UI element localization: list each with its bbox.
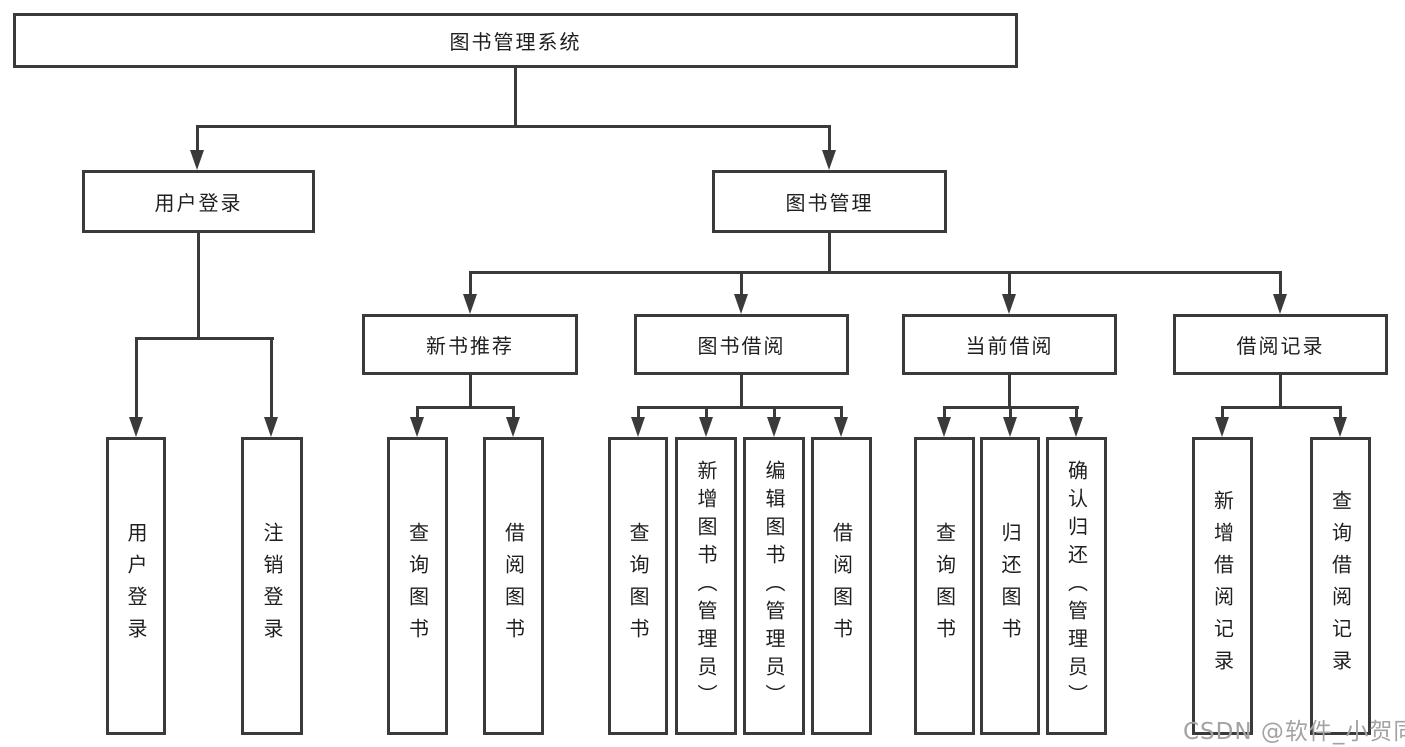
arrow-down-icon [264,417,278,437]
connector-vline [1339,406,1342,419]
node-book-management: 图书管理 [712,170,947,233]
arrow-down-icon [190,150,204,170]
node-book-borrow: 图书借阅 [634,314,849,375]
arrow-down-icon [767,417,781,437]
node-borrow-records-label: 借阅记录 [1236,334,1325,358]
connector-vline [1075,406,1078,419]
connector-vline [416,406,419,419]
leaf-query-books-borrow-label: 查询图书 [626,522,650,650]
node-book-borrow-label: 图书借阅 [697,334,786,358]
connector-vline [773,406,776,419]
arrow-down-icon [834,417,848,437]
watermark: CSDN @软件_小贺同学 [1183,719,1405,745]
arrow-down-icon [506,417,520,437]
connector-vline [469,271,472,296]
arrow-down-icon [1003,417,1017,437]
leaf-add-book-admin: 新增图书（管理员） [675,437,737,735]
arrow-down-icon [129,417,143,437]
leaf-confirm-return-admin-label: 确认归还（管理员） [1064,460,1089,712]
leaf-query-books-recommend-label: 查询图书 [405,522,430,650]
leaf-add-book-admin-label: 新增图书（管理员） [694,460,718,712]
arrow-down-icon [937,417,951,437]
leaf-query-books-current-label: 查询图书 [932,522,957,650]
leaf-return-books-label: 归还图书 [998,522,1022,650]
leaf-borrow-books-2: 借阅图书 [811,437,872,735]
arrow-down-icon [410,417,424,437]
node-new-book-recommend: 新书推荐 [362,314,578,375]
connector-vline [197,233,200,340]
connector-vline [828,125,831,153]
leaf-query-books-current: 查询图书 [914,437,975,735]
node-root: 图书管理系统 [13,13,1018,68]
connector-hline [637,406,843,409]
connector-vline [840,406,843,419]
arrow-down-icon [1333,417,1347,437]
connector-vline [828,233,831,274]
arrow-down-icon [631,417,645,437]
node-borrow-records: 借阅记录 [1173,314,1388,375]
connector-vline [1009,406,1012,419]
leaf-query-books-borrow: 查询图书 [608,437,668,735]
connector-vline [1279,375,1282,409]
connector-vline [196,125,199,153]
node-user-login-label: 用户登录 [154,191,243,215]
arrow-down-icon [1002,294,1016,314]
connector-vline [1008,375,1011,409]
arrow-down-icon [822,150,836,170]
connector-hline [469,271,1282,274]
connector-vline [512,406,515,419]
node-current-borrow-label: 当前借阅 [965,334,1054,358]
connector-vline [637,406,640,419]
connector-vline [1008,271,1011,296]
leaf-confirm-return-admin: 确认归还（管理员） [1046,437,1107,735]
connector-hline [416,406,515,409]
connector-vline [135,337,138,420]
arrow-down-icon [1273,294,1287,314]
connector-vline [1279,271,1282,296]
arrow-down-icon [1215,417,1229,437]
leaf-query-borrow-record-label: 查询借阅记录 [1328,490,1353,682]
node-current-borrow: 当前借阅 [902,314,1117,375]
connector-vline [270,337,273,420]
arrow-down-icon [734,294,748,314]
connector-vline [705,406,708,419]
leaf-edit-book-admin-label: 编辑图书（管理员） [762,460,786,712]
leaf-edit-book-admin: 编辑图书（管理员） [743,437,805,735]
arrow-down-icon [699,417,713,437]
leaf-borrow-books-2-label: 借阅图书 [829,522,854,650]
arrow-down-icon [463,294,477,314]
leaf-borrow-books-recommend: 借阅图书 [483,437,544,735]
node-user-login: 用户登录 [82,170,315,233]
leaf-return-books: 归还图书 [980,437,1040,735]
connector-vline [943,406,946,419]
arrow-down-icon [1069,417,1083,437]
connector-vline [514,68,517,128]
leaf-logout-label: 注销登录 [260,522,284,650]
connector-vline [740,271,743,296]
connector-vline [740,375,743,409]
connector-hline [135,337,274,340]
leaf-query-borrow-record: 查询借阅记录 [1310,437,1371,735]
connector-hline [196,125,831,128]
node-root-label: 图书管理系统 [449,30,582,54]
leaf-logout: 注销登录 [241,437,303,735]
node-new-book-recommend-label: 新书推荐 [426,334,514,358]
leaf-user-login-label: 用户登录 [124,522,148,650]
leaf-add-borrow-record: 新增借阅记录 [1192,437,1253,735]
connector-vline [1221,406,1224,419]
node-book-management-label: 图书管理 [785,191,874,215]
leaf-user-login: 用户登录 [106,437,166,735]
leaf-borrow-books-recommend-label: 借阅图书 [501,522,526,650]
leaf-add-borrow-record-label: 新增借阅记录 [1210,490,1235,682]
leaf-query-books-recommend: 查询图书 [387,437,448,735]
connector-vline [469,375,472,409]
connector-hline [1221,406,1342,409]
